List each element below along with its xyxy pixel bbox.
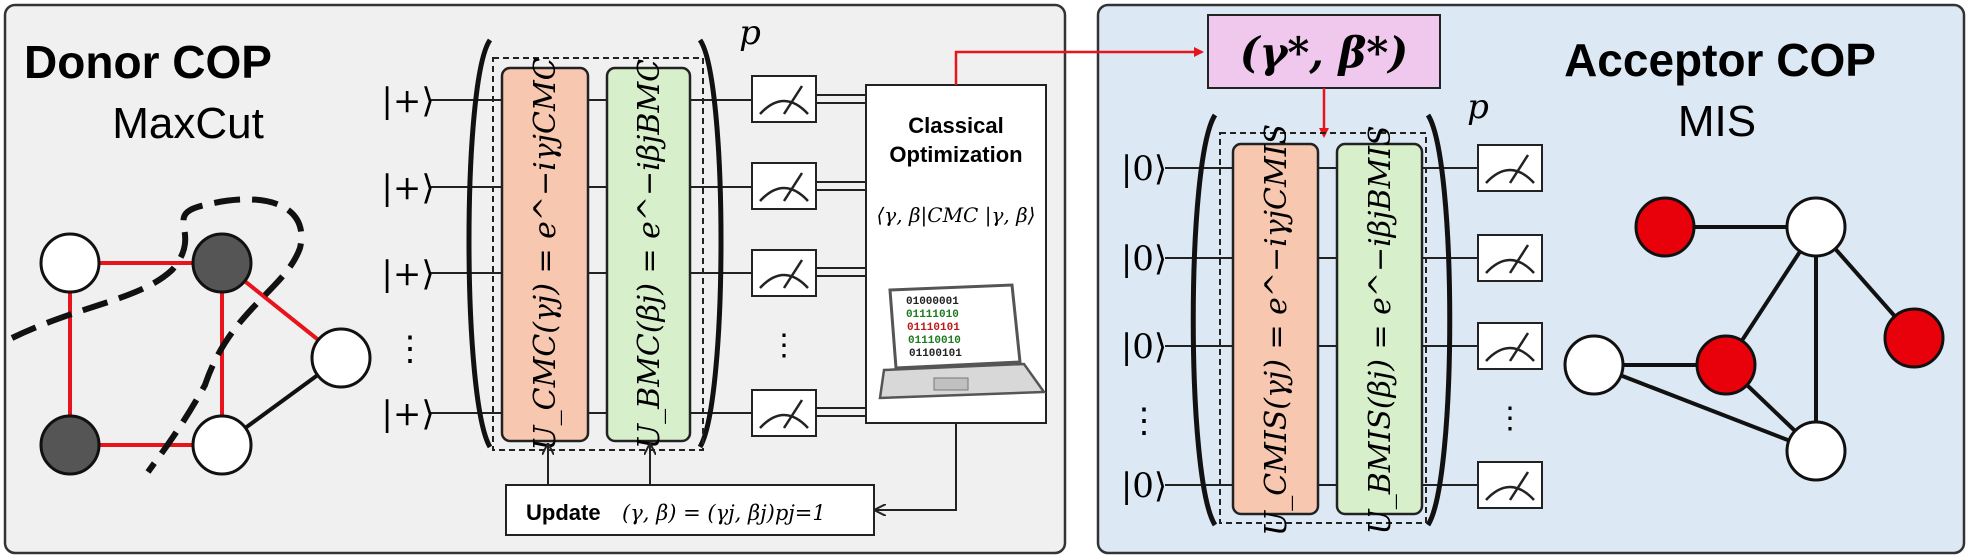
layer-box	[1219, 132, 1427, 524]
graph-node	[1785, 196, 1847, 258]
graph-node	[39, 232, 101, 294]
acceptor-ket: |0⟩	[1121, 466, 1167, 506]
update-loop: Update (γ, β) = (γj, βj)pj=1	[505, 423, 957, 536]
repeat-bracket-right	[697, 38, 724, 449]
repeat-bracket-right	[1425, 113, 1453, 527]
laptop-icon: 01000001 01111010 01110101 01110010 0110…	[878, 283, 1047, 400]
cut-line	[10, 196, 305, 474]
maxcut-graph	[10, 196, 372, 476]
cost-gate	[500, 66, 590, 443]
donor-meas-vdots: ⋮	[769, 329, 799, 362]
donor-ket: |+⟩	[381, 394, 434, 434]
donor-p-label: p	[739, 13, 761, 53]
donor-subtitle: MaxCut	[112, 99, 264, 148]
graph-node	[1563, 334, 1625, 396]
repeat-bracket-left	[1190, 113, 1218, 527]
donor-title: Donor COP	[24, 36, 272, 88]
classical-optimizer: Classical Optimization ⟨γ, β|CMC |γ, β⟩ …	[865, 84, 1047, 424]
cost-gate-label: U_CMC(γj) = e^−iγjCMC	[528, 57, 563, 450]
acceptor-p-label: p	[1467, 87, 1489, 127]
optimizer-title-line1: Classical	[908, 113, 1003, 138]
laptop-bits: 01000001	[906, 296, 959, 308]
graph-node	[310, 327, 372, 389]
acceptor-ket: |0⟩	[1121, 239, 1167, 279]
transferred-params: (γ*, β*)	[1240, 28, 1409, 77]
cost-gate	[1231, 142, 1320, 516]
measurement-boxes	[1477, 144, 1543, 509]
acceptor-ket: |0⟩	[1121, 327, 1167, 367]
donor-circuit: |+⟩ |+⟩ |+⟩ |+⟩ ⋮ p U_CMC(γj) = e^−iγjCM…	[381, 13, 866, 451]
acceptor-meas-vdots: ⋮	[1495, 402, 1525, 435]
measurement-boxes	[751, 75, 817, 437]
donor-ket: |+⟩	[381, 254, 434, 294]
graph-node-dark	[191, 232, 253, 294]
donor-ket: |+⟩	[381, 168, 434, 208]
laptop-bits: 01110101	[907, 322, 960, 334]
update-label: Update	[526, 500, 601, 525]
acceptor-subtitle: MIS	[1678, 97, 1756, 146]
optimizer-expr: ⟨γ, β|CMC |γ, β⟩	[877, 203, 1036, 228]
graph-node	[191, 414, 253, 476]
graph-node-dark	[39, 414, 101, 476]
mis-graph	[1563, 196, 1945, 482]
donor-ket: |+⟩	[381, 81, 434, 121]
acceptor-title: Acceptor COP	[1564, 34, 1876, 86]
transfer-arrow	[954, 47, 1204, 85]
repeat-bracket-left	[466, 38, 493, 449]
mis-node-selected	[1695, 334, 1757, 396]
laptop-bits: 01100101	[909, 348, 962, 360]
graph-node	[1785, 420, 1847, 482]
update-box	[505, 484, 875, 536]
laptop-bits: 01110010	[908, 335, 961, 347]
donor-vdots: ⋮	[393, 330, 427, 368]
mis-node-selected	[1883, 307, 1945, 369]
mixer-gate-label: U_BMC(βj) = e^−iβjBMC	[632, 59, 667, 449]
acceptor-ket: |0⟩	[1121, 149, 1167, 189]
optimizer-title-line2: Optimization	[889, 142, 1022, 167]
acceptor-circuit: |0⟩ |0⟩ |0⟩ |0⟩ ⋮ p U_CMIS(γj) = e^−iγjC…	[1121, 87, 1543, 536]
mis-node-selected	[1634, 196, 1696, 258]
layer-box	[492, 57, 704, 451]
mixer-gate	[605, 66, 692, 443]
mixer-gate	[1335, 142, 1424, 516]
update-expr: (γ, β) = (γj, βj)pj=1	[622, 501, 826, 525]
acceptor-vdots: ⋮	[1127, 402, 1161, 440]
mixer-gate-label: U_BMIS(βj) = e^−iβjBMIS	[1363, 125, 1398, 534]
cost-gate-label: U_CMIS(γj) = e^−iγjCMIS	[1259, 124, 1294, 536]
laptop-bits: 01111010	[906, 309, 959, 321]
